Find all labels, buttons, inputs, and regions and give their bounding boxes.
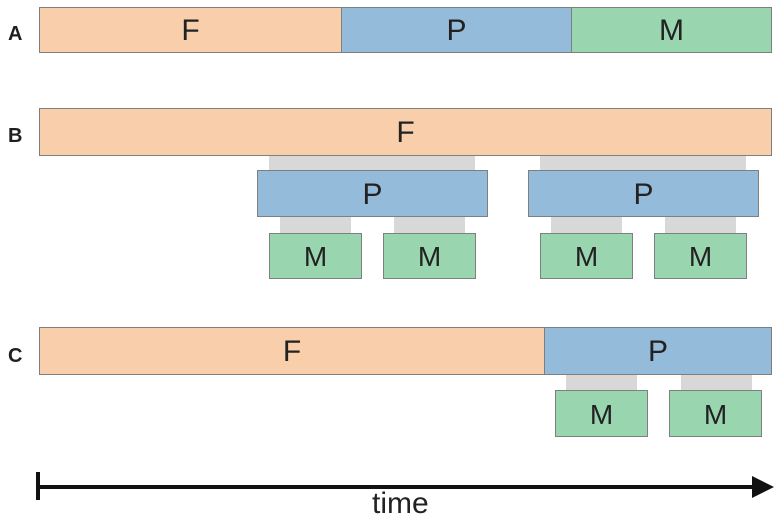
- row-b-p-m-connector-4: [665, 217, 736, 233]
- row-a-p-label: P: [446, 14, 467, 47]
- row-a-p-block: P: [341, 7, 572, 53]
- row-c-p-m-connector-1: [566, 375, 637, 390]
- row-b-label: B: [8, 125, 23, 147]
- row-c-p-label: P: [647, 335, 668, 368]
- row-b-m-label-4: M: [688, 241, 713, 272]
- row-b-m-block-1: M: [269, 233, 362, 279]
- row-b-p-m-connector-3: [551, 217, 622, 233]
- row-b-f-p-connector-1: [269, 156, 475, 170]
- row-c-m-block-2: M: [669, 390, 762, 437]
- row-b-p-block-1: P: [257, 170, 488, 217]
- row-b-m-block-2: M: [383, 233, 476, 279]
- row-c-f-block: F: [39, 327, 545, 375]
- row-b-f-p-connector-2: [540, 156, 746, 170]
- row-b-p-label-1: P: [362, 177, 383, 211]
- row-b-f-label: F: [396, 116, 415, 149]
- row-b-m-label-2: M: [417, 241, 442, 272]
- row-a-f-block: F: [39, 7, 342, 53]
- row-b-m-block-3: M: [540, 233, 633, 279]
- row-c-label: C: [8, 345, 23, 367]
- row-c-m-block-1: M: [555, 390, 648, 437]
- row-b-p-label-2: P: [633, 177, 654, 211]
- row-c-p-block: P: [544, 327, 772, 375]
- row-b-p-block-2: P: [528, 170, 759, 217]
- time-axis-line: [37, 485, 755, 489]
- row-b-f-block: F: [39, 108, 772, 156]
- time-axis-label: time: [372, 487, 429, 520]
- row-b-m-label-3: M: [574, 241, 599, 272]
- row-a-f-label: F: [181, 14, 200, 47]
- row-c-p-m-connector-2: [681, 375, 752, 390]
- row-a-m-label: M: [659, 14, 684, 47]
- row-b-m-block-4: M: [654, 233, 747, 279]
- time-axis-arrow-icon: [752, 476, 774, 498]
- row-c-m-label-1: M: [589, 398, 614, 430]
- row-c-m-label-2: M: [703, 398, 728, 430]
- row-a-label: A: [8, 23, 23, 45]
- row-c-f-label: F: [282, 335, 302, 368]
- row-a-m-block: M: [571, 7, 772, 53]
- row-b-p-m-connector-1: [280, 217, 351, 233]
- row-b-m-label-1: M: [303, 241, 328, 272]
- row-b-p-m-connector-2: [394, 217, 465, 233]
